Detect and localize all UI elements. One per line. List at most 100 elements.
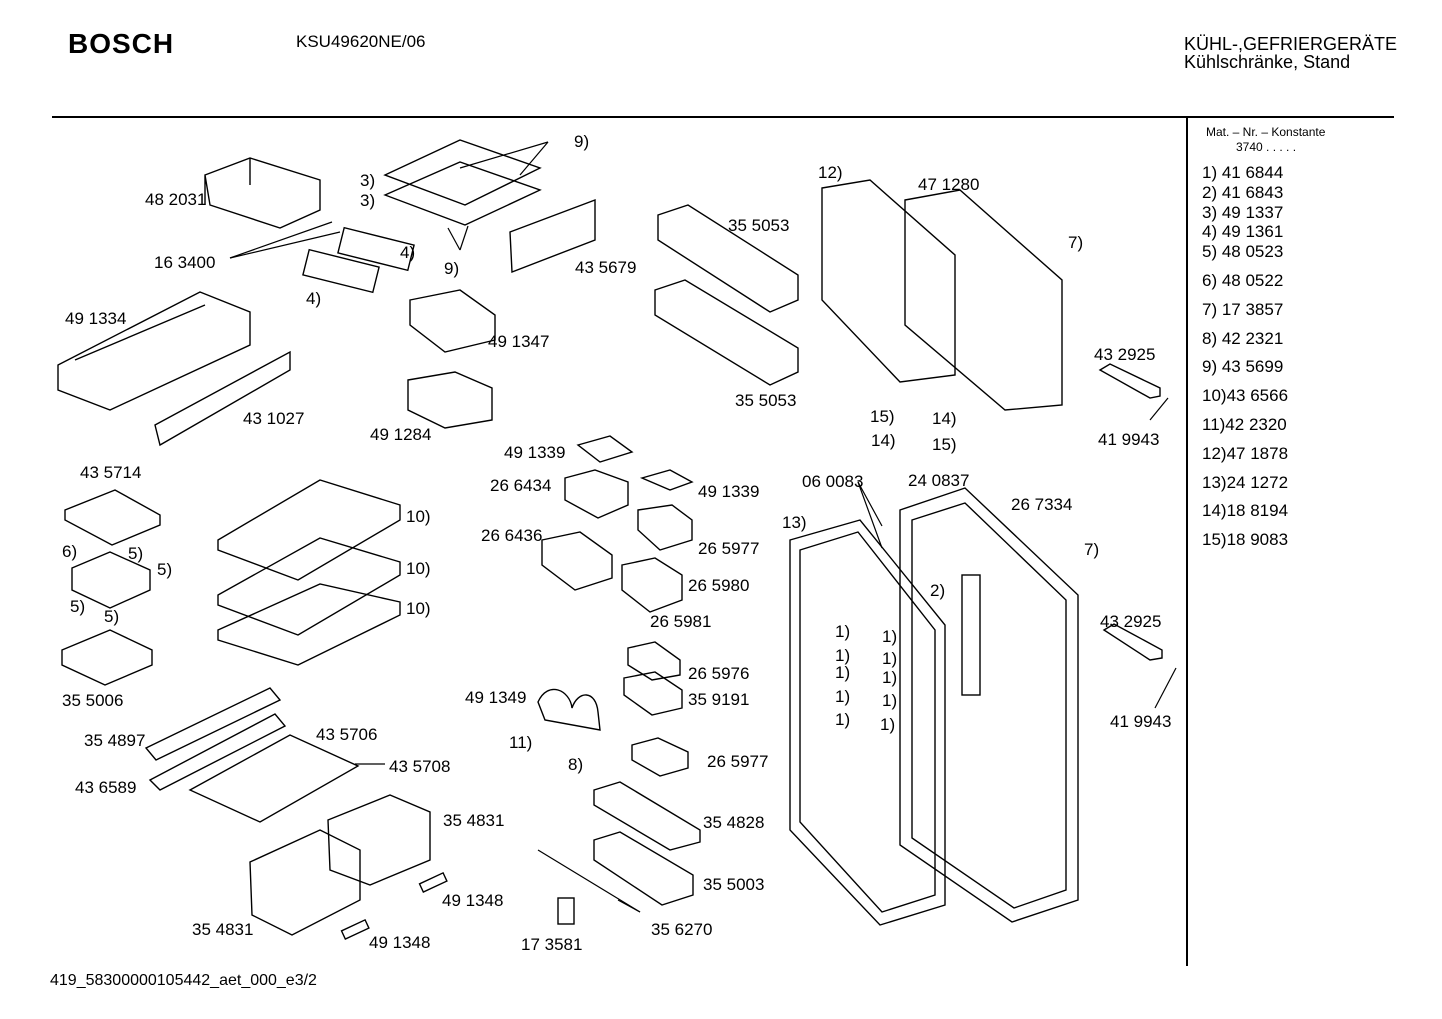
- label-ref-14: 14): [871, 431, 896, 450]
- label-ref-5: 5): [70, 597, 85, 616]
- label-ref-9: 9): [574, 132, 589, 151]
- label-ref-1: 1): [882, 691, 897, 710]
- label-26-7334: 26 7334: [1011, 495, 1072, 514]
- legend-item: 10)43 6566: [1202, 386, 1289, 406]
- legend-item: 15)18 9083: [1202, 530, 1289, 550]
- label-43-2925: 43 2925: [1100, 612, 1161, 631]
- label-26-5976: 26 5976: [688, 664, 749, 683]
- label-ref-5: 5): [128, 544, 143, 563]
- label-ref-5: 5): [104, 607, 119, 626]
- legend-item: 8) 42 2321: [1202, 328, 1284, 348]
- part-drawings: [57, 139, 1163, 940]
- label-35-5003: 35 5003: [703, 875, 764, 894]
- leader-lines: [229, 141, 1177, 913]
- label-35-5053: 35 5053: [735, 391, 796, 410]
- label-ref-1: 1): [835, 663, 850, 682]
- legend-item: 3) 49 1337: [1202, 202, 1284, 222]
- exploded-parts-diagram: 48 2031 16 3400 3) 3) 9) 9) 4) 4) 49 133…: [57, 132, 1177, 954]
- label-43-2925: 43 2925: [1094, 345, 1155, 364]
- label-ref-6: 6): [62, 542, 77, 561]
- legend-item: 7) 17 3857: [1202, 299, 1284, 319]
- label-ref-8: 8): [568, 755, 583, 774]
- label-ref-1: 1): [880, 715, 895, 734]
- label-49-1339: 49 1339: [504, 443, 565, 462]
- label-26-5977: 26 5977: [707, 752, 768, 771]
- legend-item: 11)42 2320: [1202, 414, 1287, 434]
- label-ref-15: 15): [870, 407, 895, 426]
- label-ref-2: 2): [930, 581, 945, 600]
- category-title: KÜHL-,GEFRIERGERÄTE: [1184, 34, 1398, 54]
- label-49-1348: 49 1348: [369, 933, 430, 952]
- label-41-9943: 41 9943: [1110, 712, 1171, 731]
- label-26-6436: 26 6436: [481, 526, 542, 545]
- label-ref-10: 10): [406, 507, 431, 526]
- label-43-6589: 43 6589: [75, 778, 136, 797]
- label-48-2031: 48 2031: [145, 190, 206, 209]
- label-35-6270: 35 6270: [651, 920, 712, 939]
- legend-item: 9) 43 5699: [1202, 357, 1284, 377]
- legend-item: 14)18 8194: [1202, 501, 1289, 521]
- callout-labels: 48 2031 16 3400 3) 3) 9) 9) 4) 4) 49 133…: [62, 132, 1171, 954]
- label-ref-1: 1): [882, 649, 897, 668]
- label-35-5006: 35 5006: [62, 691, 123, 710]
- label-26-5981: 26 5981: [650, 612, 711, 631]
- legend-item: 6) 48 0522: [1202, 270, 1284, 290]
- label-49-1339: 49 1339: [698, 482, 759, 501]
- label-49-1349: 49 1349: [465, 688, 526, 707]
- header-divider: [52, 116, 1394, 118]
- label-ref-1: 1): [835, 622, 850, 641]
- label-43-5708: 43 5708: [389, 757, 450, 776]
- label-ref-3: 3): [360, 191, 375, 210]
- model-number: KSU49620NE/06: [296, 32, 426, 51]
- brand-logo: BOSCH: [68, 28, 175, 59]
- label-ref-4: 4): [306, 289, 321, 308]
- label-26-5977: 26 5977: [698, 539, 759, 558]
- label-16-3400: 16 3400: [154, 253, 215, 272]
- label-ref-1: 1): [882, 668, 897, 687]
- label-43-5679: 43 5679: [575, 258, 636, 277]
- label-ref-15: 15): [932, 435, 957, 454]
- label-35-9191: 35 9191: [688, 690, 749, 709]
- label-ref-3: 3): [360, 171, 375, 190]
- label-43-5706: 43 5706: [316, 725, 377, 744]
- label-ref-1: 1): [835, 710, 850, 729]
- legend-constant: 3740 . . . . .: [1236, 140, 1297, 154]
- legend-item: 4) 49 1361: [1202, 222, 1284, 242]
- category-subtitle: Kühlschränke, Stand: [1184, 52, 1351, 72]
- label-35-4831: 35 4831: [443, 811, 504, 830]
- label-24-0837: 24 0837: [908, 471, 969, 490]
- legend-divider: [1186, 118, 1188, 966]
- label-ref-4: 4): [400, 243, 415, 262]
- label-17-3581: 17 3581: [521, 935, 582, 954]
- label-26-6434: 26 6434: [490, 476, 551, 495]
- legend-heading: Mat. – Nr. – Konstante: [1206, 125, 1326, 139]
- legend-item: 12)47 1878: [1202, 443, 1289, 463]
- label-ref-5: 5): [157, 560, 172, 579]
- label-49-1347: 49 1347: [488, 332, 549, 351]
- label-35-4828: 35 4828: [703, 813, 764, 832]
- label-49-1348: 49 1348: [442, 891, 503, 910]
- label-43-1027: 43 1027: [243, 409, 304, 428]
- legend-item: 2) 41 6843: [1202, 182, 1284, 202]
- label-ref-7: 7): [1068, 233, 1083, 252]
- label-ref-1: 1): [882, 627, 897, 646]
- label-35-5053: 35 5053: [728, 216, 789, 235]
- legend-item: 5) 48 0523: [1202, 242, 1284, 262]
- legend-item: 13)24 1272: [1202, 472, 1289, 492]
- label-49-1284: 49 1284: [370, 425, 431, 444]
- label-ref-10: 10): [406, 559, 431, 578]
- label-26-5980: 26 5980: [688, 576, 749, 595]
- label-35-4897: 35 4897: [84, 731, 145, 750]
- label-ref-9: 9): [444, 259, 459, 278]
- document-footer: 419_58300000105442_aet_000_e3/2: [50, 972, 317, 989]
- label-ref-14: 14): [932, 409, 957, 428]
- label-ref-12: 12): [818, 163, 843, 182]
- label-ref-10: 10): [406, 599, 431, 618]
- label-ref-1: 1): [835, 687, 850, 706]
- label-43-5714: 43 5714: [80, 463, 141, 482]
- label-06-0083: 06 0083: [802, 472, 863, 491]
- label-49-1334: 49 1334: [65, 309, 126, 328]
- label-ref-7: 7): [1084, 540, 1099, 559]
- label-ref-11: 11): [509, 733, 532, 752]
